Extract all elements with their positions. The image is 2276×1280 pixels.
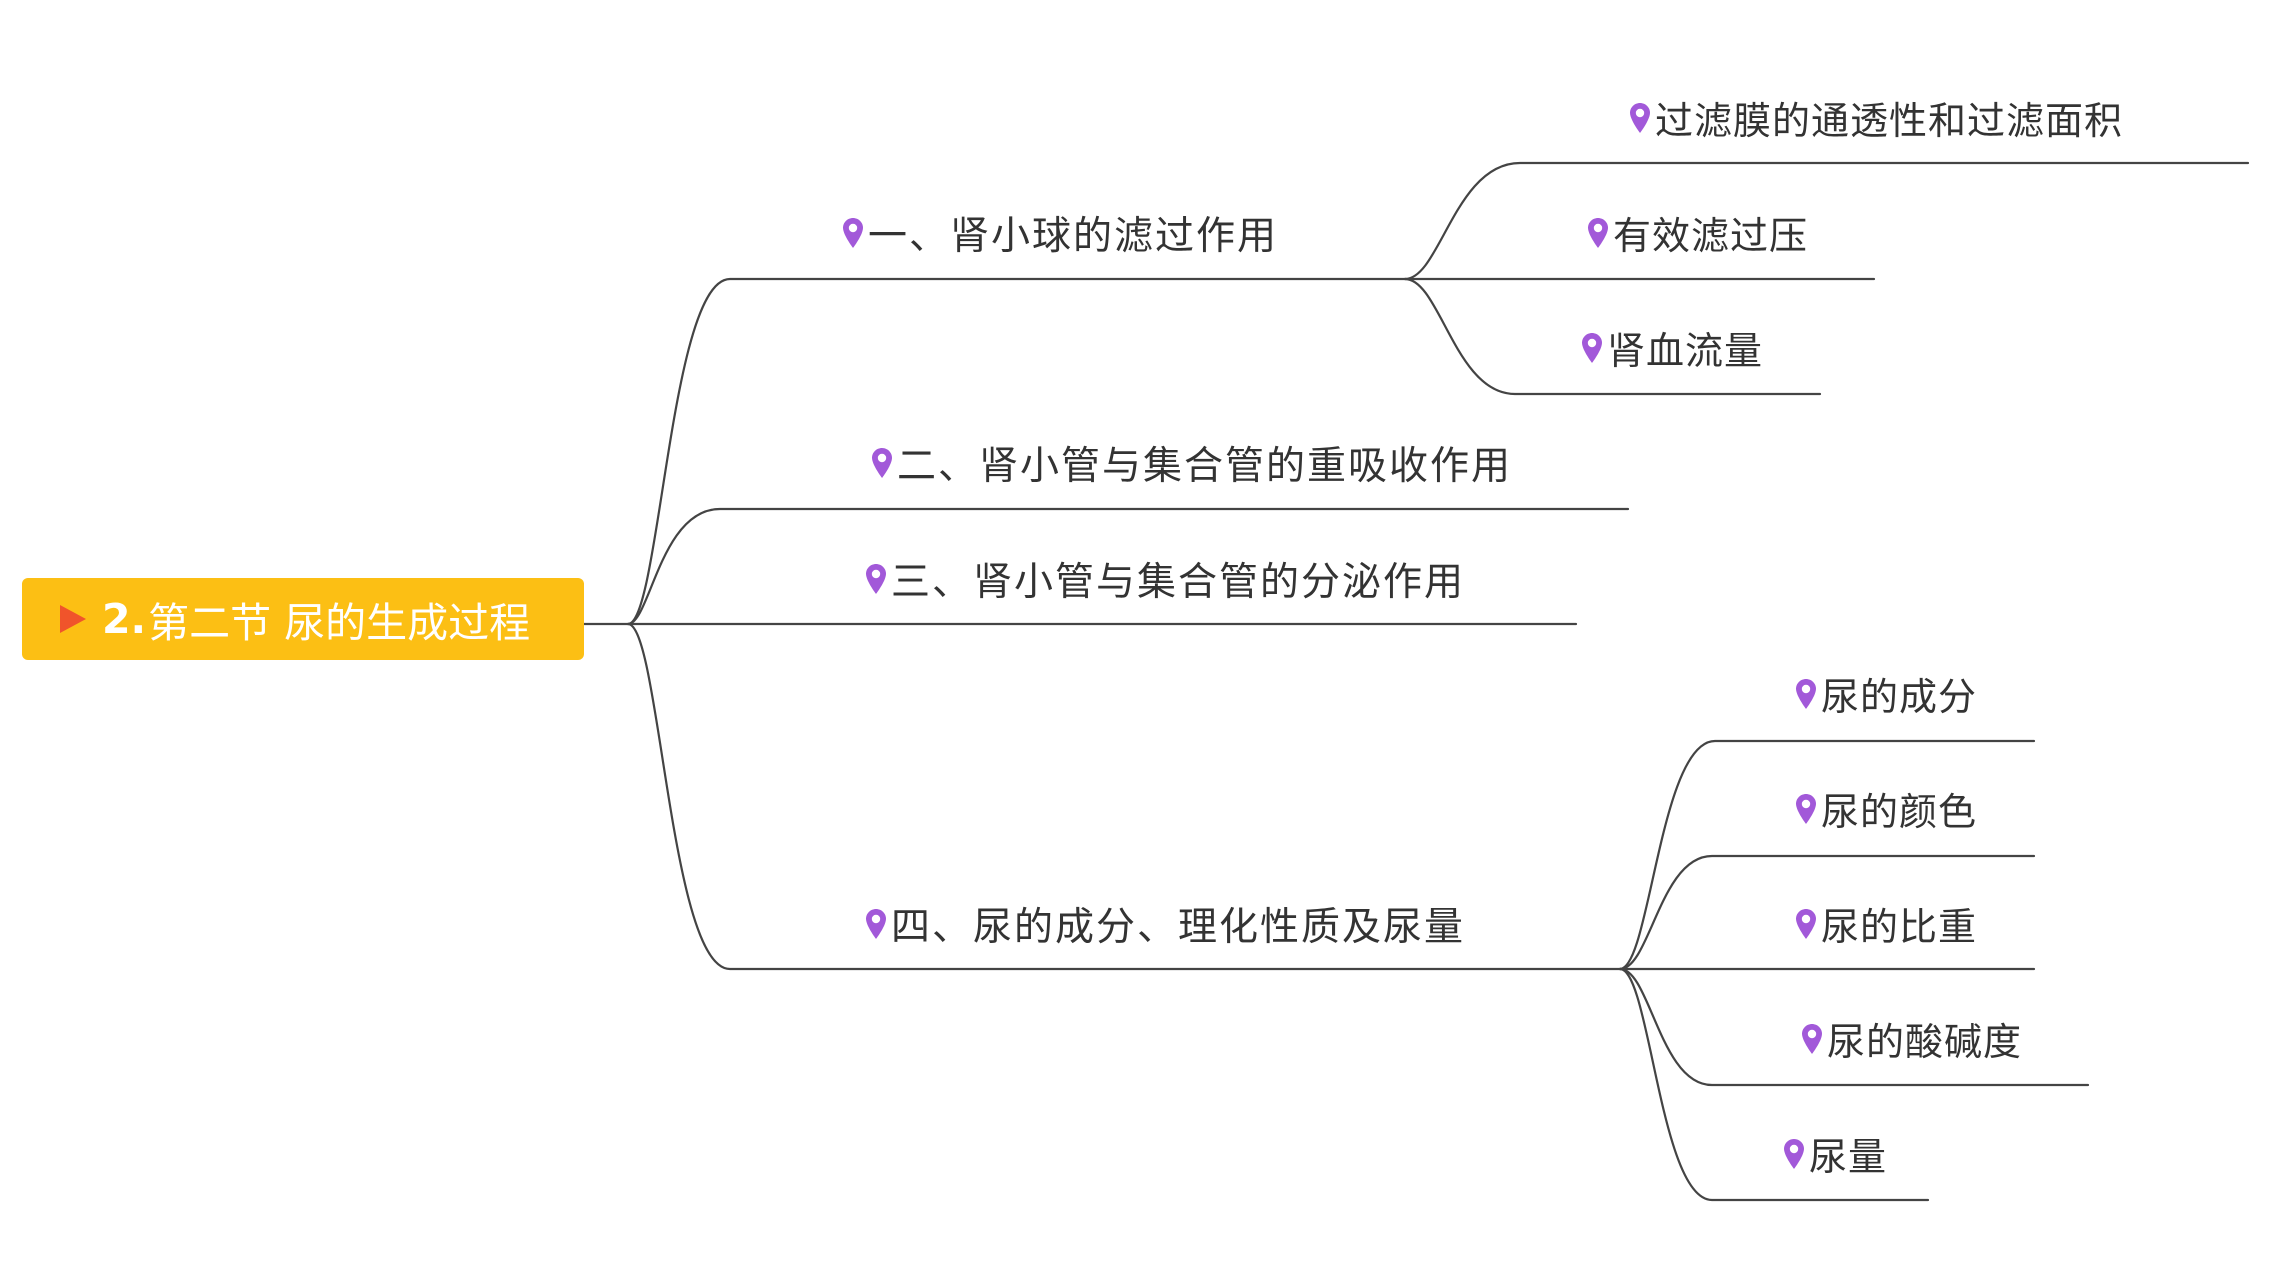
branch-3-label: 三、肾小管与集合管的分泌作用 (891, 560, 1466, 605)
location-pin-icon (843, 218, 863, 248)
location-pin-icon (1582, 332, 1602, 363)
branch-3-node[interactable]: 三、肾小管与集合管的分泌作用 (864, 551, 1465, 607)
b4-child-2-label: 尿的颜色 (1821, 790, 1978, 834)
b1-child-1-label: 过滤膜的通透性和过滤面积 (1655, 99, 2124, 143)
connector-b4-child-5 (1618, 967, 1930, 1202)
connector-b4-child-2 (1618, 854, 2036, 971)
location-pin-icon (1796, 908, 1816, 939)
location-pin-icon (1630, 102, 1650, 133)
branch-1-label: 一、肾小球的滤过作用 (868, 214, 1279, 259)
branch-2-label: 二、肾小管与集合管的重吸收作用 (897, 444, 1513, 489)
b4-child-3-label: 尿的比重 (1821, 905, 1978, 949)
connector-b4-child-1 (1618, 739, 2036, 971)
connector-root-branch-4 (626, 622, 1622, 971)
b4-child-1-node[interactable]: 尿的成分 (1794, 666, 1977, 721)
play-arrow-icon (60, 605, 86, 633)
connector-root-branch-1 (626, 277, 1407, 626)
location-pin-icon (1796, 793, 1816, 824)
branch-2-node[interactable]: 二、肾小管与集合管的重吸收作用 (870, 435, 1512, 491)
root-number: 2. (102, 595, 147, 643)
location-pin-icon (866, 909, 886, 939)
root-title: 第二节 尿的生成过程 (148, 599, 531, 647)
b4-child-4-node[interactable]: 尿的酸碱度 (1800, 1011, 2022, 1066)
location-pin-icon (872, 448, 892, 478)
b4-child-4-label: 尿的酸碱度 (1827, 1020, 2023, 1064)
branch-4-label: 四、尿的成分、理化性质及尿量 (891, 905, 1466, 950)
location-pin-icon (1796, 678, 1816, 709)
b1-child-3-label: 肾血流量 (1607, 329, 1764, 373)
connector-b4-child-4 (1618, 967, 2090, 1087)
b1-child-2-node[interactable]: 有效滤过压 (1586, 205, 1808, 260)
branch-1-node[interactable]: 一、肾小球的滤过作用 (841, 205, 1278, 261)
location-pin-icon (1802, 1023, 1822, 1054)
branch-4-node[interactable]: 四、尿的成分、理化性质及尿量 (864, 896, 1465, 952)
b1-child-3-node[interactable]: 肾血流量 (1580, 320, 1763, 375)
location-pin-icon (1588, 217, 1608, 248)
b4-child-1-label: 尿的成分 (1821, 675, 1978, 719)
location-pin-icon (1784, 1138, 1804, 1169)
b1-child-1-node[interactable]: 过滤膜的通透性和过滤面积 (1628, 90, 2123, 145)
connector-root-branch-2 (626, 507, 1630, 626)
connector-b1-child-3 (1403, 277, 1822, 396)
b4-child-3-node[interactable]: 尿的比重 (1794, 896, 1977, 951)
root-node[interactable]: 2. 第二节 尿的生成过程 (22, 578, 584, 660)
b4-child-5-label: 尿量 (1809, 1135, 1888, 1179)
b1-child-2-label: 有效滤过压 (1613, 214, 1809, 258)
b4-child-5-node[interactable]: 尿量 (1782, 1126, 1887, 1181)
b4-child-2-node[interactable]: 尿的颜色 (1794, 781, 1977, 836)
location-pin-icon (866, 564, 886, 594)
connector-b1-child-1 (1403, 161, 2250, 281)
